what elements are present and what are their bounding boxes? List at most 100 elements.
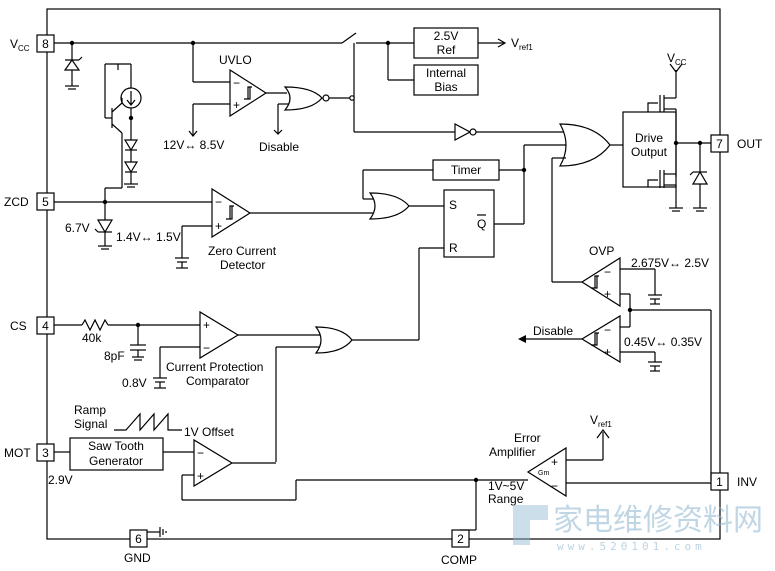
ramp-label1: Ramp	[74, 403, 106, 417]
offset-label: 1V Offset	[184, 425, 234, 439]
watermark: 家电维修资料网 www.520101.com	[513, 503, 763, 553]
disable1-label: Disable	[259, 140, 299, 154]
cpc-plus: +	[203, 318, 210, 332]
ovp-label: OVP	[589, 244, 614, 258]
ref-line1: 2.5V	[434, 29, 459, 43]
pin-comp: 2 COMP	[441, 529, 477, 567]
ea-minus: −	[551, 479, 558, 493]
mot-v-label: 2.9V	[48, 473, 73, 487]
pin-zcd-label: ZCD	[4, 195, 29, 209]
vcc-top-sub: CC	[675, 58, 687, 67]
ea-range1: 1V~5V	[488, 479, 524, 493]
pin-mot: 3 MOT	[4, 443, 55, 462]
drive-output-block: Drive Output	[622, 111, 677, 188]
current-protection-comparator: + − 0.8V Current Protection Comparator	[122, 310, 320, 390]
pin-cs-label: CS	[10, 319, 27, 333]
sr-latch: S R Q	[350, 144, 566, 341]
cs-ref-label: 0.8V	[122, 376, 147, 390]
pwm-minus: −	[197, 446, 204, 460]
drive-line2: Output	[631, 145, 668, 159]
sr-s: S	[449, 198, 457, 212]
cap-label: 8pF	[104, 349, 125, 363]
pin-cs: 4 CS	[10, 316, 55, 335]
sr-r: R	[449, 241, 458, 255]
vcc-top-label: V	[667, 51, 675, 65]
dis-plus: +	[604, 345, 611, 359]
cs-or-gate	[275, 326, 353, 462]
zcd-name1: Zero Current	[208, 244, 277, 258]
timer-block: Timer	[432, 159, 527, 181]
ea-name1: Error	[514, 431, 541, 445]
zener-label: 6.7V	[65, 221, 90, 235]
saw-line2: Generator	[89, 454, 143, 468]
pin-gnd: 6 GND	[124, 529, 151, 565]
watermark-url: www.520101.com	[557, 540, 706, 553]
pin-vcc-number: 8	[42, 37, 49, 51]
gnd-symbol	[147, 527, 167, 537]
zcd-or-gate	[362, 169, 444, 220]
ovp-plus: +	[604, 287, 611, 301]
pin-comp-number: 2	[457, 532, 464, 546]
pin-gnd-number: 6	[135, 532, 142, 546]
error-amplifier: + − Gm Error Amplifier 1V~5V Range V ref…	[460, 413, 711, 531]
ramp-signal: Ramp Signal 1V Offset	[74, 403, 234, 439]
ea-range2: Range	[488, 492, 524, 506]
drive-line1: Drive	[635, 131, 663, 145]
pin-mot-number: 3	[42, 446, 49, 460]
bias-line1: Internal	[426, 66, 466, 80]
sr-q: Q	[477, 217, 486, 231]
chip-outline	[46, 8, 721, 540]
output-stage: V CC	[647, 51, 711, 212]
uvlo-nor-gate	[283, 86, 355, 111]
pin-zcd-number: 5	[42, 195, 49, 209]
vref-sub: ref1	[519, 43, 533, 52]
saw-tooth-generator: Saw Tooth Generator 2.9V	[48, 437, 194, 487]
vref-label: V	[511, 36, 519, 50]
vcc-zener	[63, 43, 83, 90]
pin-vcc: 8 V CC	[10, 34, 55, 53]
uvlo-minus: −	[233, 76, 240, 90]
uvlo-range: 12V↔ 8.5V	[163, 138, 224, 152]
zcd-plus: +	[215, 219, 222, 233]
pin-mot-label: MOT	[4, 446, 31, 460]
disable-inverter	[454, 123, 566, 141]
ref-block: 2.5V Ref V ref1	[413, 27, 533, 59]
ea-name2: Amplifier	[489, 445, 536, 459]
uvlo-label: UVLO	[219, 53, 252, 67]
pin-cs-number: 4	[42, 319, 49, 333]
zcd-bias-network	[104, 63, 142, 189]
pin-out-label: OUT	[737, 137, 763, 151]
zcd-name2: Detector	[220, 258, 265, 272]
internal-bias-block: Internal Bias	[413, 64, 479, 96]
cpc-name2: Comparator	[186, 374, 249, 388]
bias-line2: Bias	[434, 80, 457, 94]
cs-input-network: 40k 8pF	[54, 318, 200, 363]
vref2-label: V	[590, 413, 598, 427]
pin-gnd-label: GND	[124, 551, 151, 565]
uvlo-plus: +	[233, 98, 240, 112]
vref2-sub: ref1	[598, 420, 612, 429]
pin-zcd: 5 ZCD	[4, 192, 55, 211]
pin-inv: 1 INV	[710, 472, 757, 491]
ea-gm: Gm	[538, 470, 549, 477]
ea-plus: +	[551, 455, 558, 469]
zcd-minus: −	[215, 195, 222, 209]
dis-minus: −	[604, 323, 611, 337]
watermark-text: 家电维修资料网	[553, 503, 763, 538]
zcd-input-network: 6.7V	[54, 188, 212, 250]
timer-label: Timer	[451, 163, 481, 177]
main-or-gate	[552, 123, 623, 167]
ramp-label2: Signal	[74, 417, 107, 431]
res-label: 40k	[82, 331, 102, 345]
vcc-rail	[54, 32, 455, 133]
ovp-minus: −	[604, 265, 611, 279]
cpc-name1: Current Protection	[166, 360, 263, 374]
pin-comp-label: COMP	[441, 553, 477, 567]
ref-line2: Ref	[437, 43, 456, 57]
pin-vcc-sub: CC	[18, 44, 30, 53]
pin-out: 7 OUT	[710, 134, 763, 153]
uvlo-comparator: − + UVLO 12V↔ 8.5V Disable	[163, 43, 299, 154]
pwm-plus: +	[197, 469, 204, 483]
ovp-range: 2.675V↔ 2.5V	[631, 256, 709, 270]
